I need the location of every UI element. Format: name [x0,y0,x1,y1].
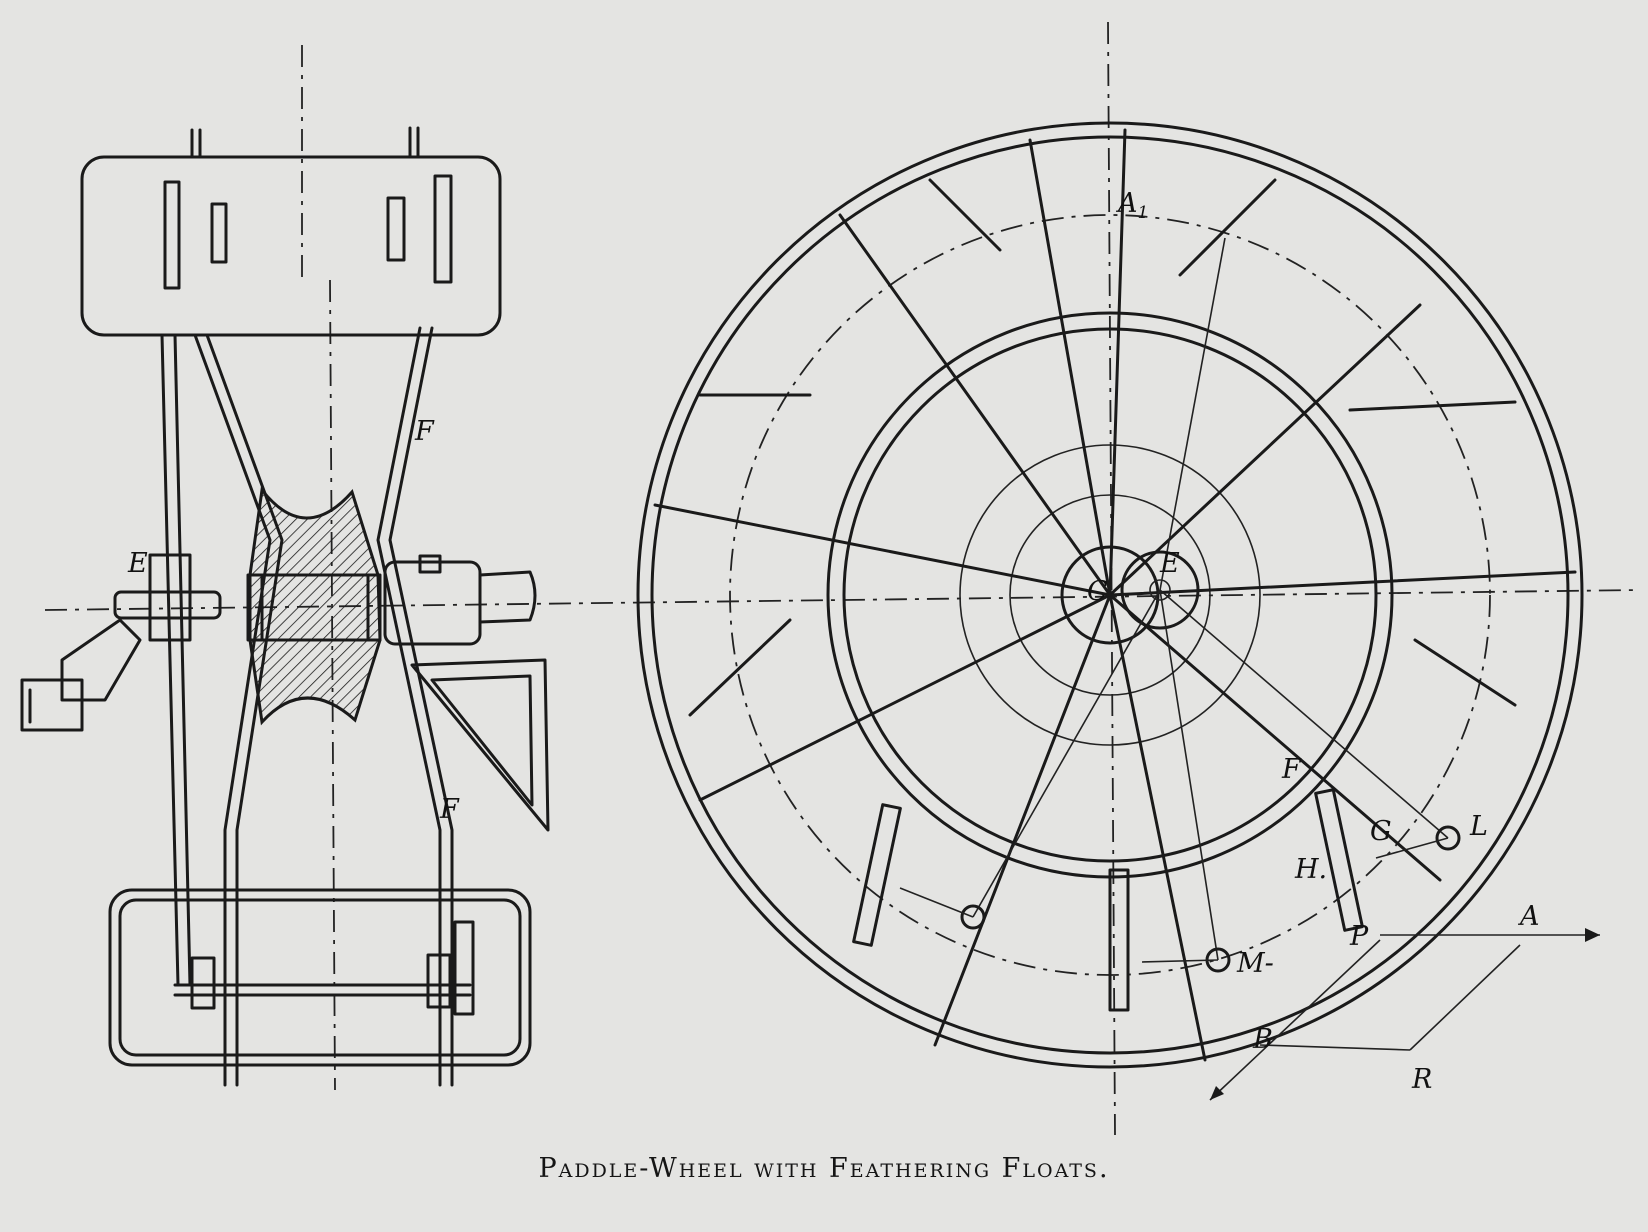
side-view: E F F [20,45,1641,1091]
eccentric-center [1149,579,1171,601]
hub-section [248,486,382,726]
eccentric-disc [1120,550,1200,630]
radius-rods [899,237,1461,973]
wheel-floats [688,178,1517,1012]
hub-circle-mid [1009,494,1211,696]
top-box [80,126,502,337]
label-r: R [1411,1064,1432,1095]
force-vectors [1209,928,1600,1101]
outer-rim-inner [650,135,1570,1055]
label-eccentric-e: E [127,548,148,579]
hub-circle-outer [959,444,1261,746]
label-g: G [1370,816,1392,847]
label-a1: A1 [1115,188,1148,223]
wheel-view: A1 C E F G H. L M- P A B R [636,21,1600,1136]
label-p: P [1349,921,1369,952]
label-l: L [1469,811,1488,842]
side-rods [160,326,454,1087]
bottom-box [108,888,532,1067]
label-f: F [1281,754,1302,785]
bracket [410,658,550,832]
side-vertical-centerline-lower [329,279,336,1091]
label-m: M- [1236,948,1274,979]
label-c: C [1087,576,1108,607]
label-rod-f-upper: F [414,416,435,447]
wheel-spokes [653,128,1577,1062]
label-e: E [1159,548,1180,579]
shaft-coupling [383,554,537,646]
label-a: A [1517,901,1540,932]
label-rod-f-lower: F [439,794,460,825]
outer-rim [636,121,1584,1069]
figure-caption: Paddle-Wheel with Feathering Floats. [538,1153,1110,1184]
label-h: H. [1294,854,1327,885]
eccentric-assembly [20,553,222,732]
inner-rim-inner [842,327,1378,863]
label-b: B [1252,1024,1273,1055]
